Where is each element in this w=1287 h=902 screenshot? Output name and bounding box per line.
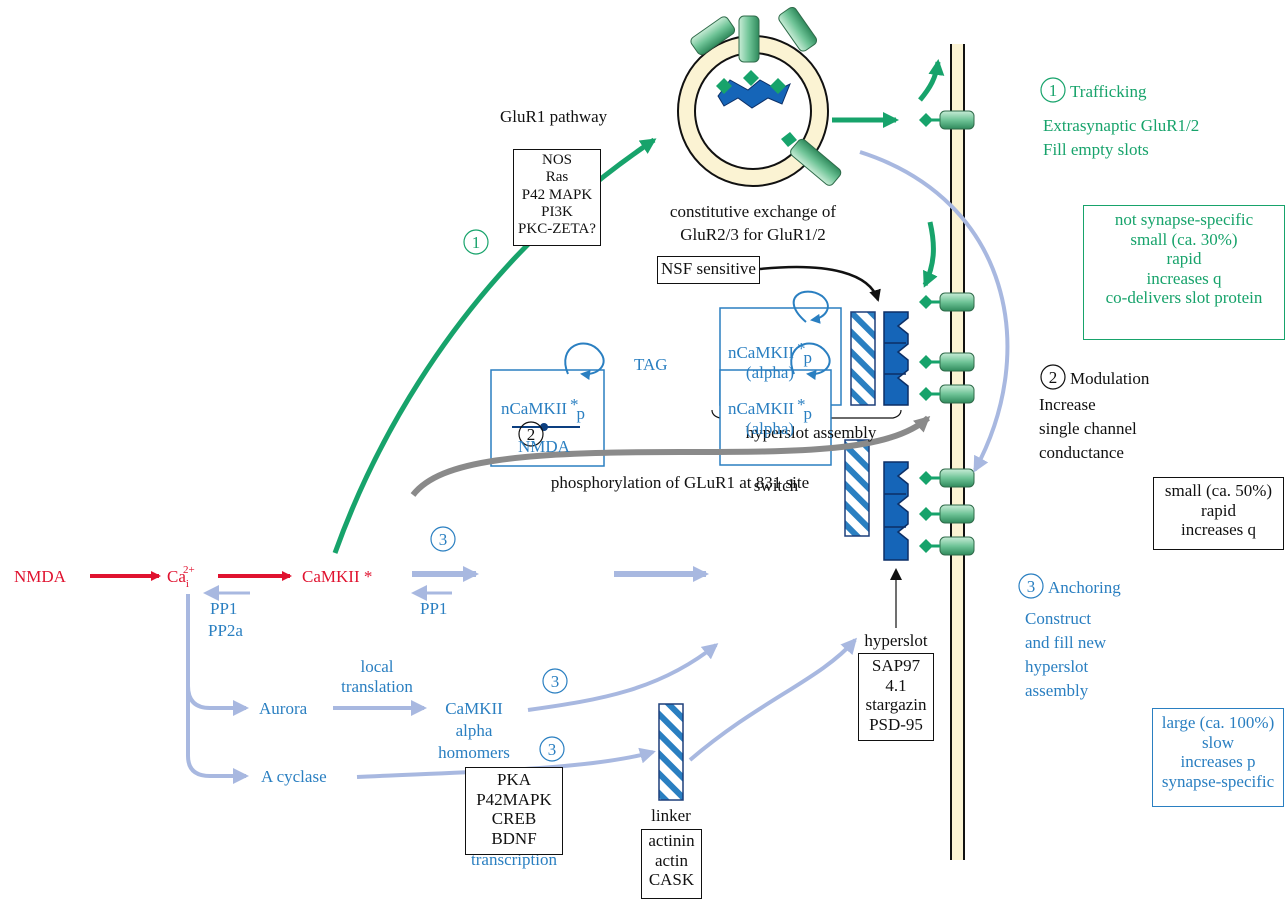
postsynaptic-membrane xyxy=(950,44,965,860)
a-cyclase-label: A cyclase xyxy=(261,767,327,786)
modulation-marker: 2 xyxy=(1049,368,1058,387)
ncamkii-nmda-label: NMDA xyxy=(518,437,571,456)
pp2a-label: PP2a xyxy=(208,621,243,640)
trafficking-line-2: Fill empty slots xyxy=(1043,140,1149,159)
anchoring-line-4: assembly xyxy=(1025,681,1089,700)
phosphorylation-label: phosphorylation of GLuR1 at 831 site xyxy=(551,473,809,492)
anchoring-line-1: Construct xyxy=(1025,609,1091,628)
camkii-homomers-line-3: homomers xyxy=(438,743,510,762)
camkii-homomers-line-2: alpha xyxy=(456,721,493,740)
membrane-receptors xyxy=(917,109,976,557)
camkii-homomers-line-1: CaMKII xyxy=(445,699,503,718)
linker-label: linker xyxy=(651,806,691,825)
vesicle xyxy=(677,6,842,187)
nsf-sensitive-box: NSF sensitive xyxy=(657,256,760,284)
hyperslot-label: hyperslot xyxy=(864,631,928,650)
modulation-line-3: conductance xyxy=(1039,443,1124,462)
nmda-label: NMDA xyxy=(14,567,67,586)
step-markers: 1 2 3 3 3 1 2 3 xyxy=(430,77,1066,762)
anchoring-line-2: and fill new xyxy=(1025,633,1107,652)
step-3-marker-a: 3 xyxy=(439,530,448,549)
modulation-line-2: single channel xyxy=(1039,419,1137,438)
step-3-marker-b: 3 xyxy=(551,672,560,691)
local-translation-line-2: translation xyxy=(341,677,413,696)
pp1-label: PP1 xyxy=(210,599,237,618)
ncamkii-upper: nCaMKII*p xyxy=(728,339,812,367)
step-3-marker-c: 3 xyxy=(548,740,557,759)
trafficking-line-1: Extrasynaptic GluR1/2 xyxy=(1043,116,1199,135)
aurora-label: Aurora xyxy=(259,699,308,718)
ncamkii-upper-alpha: (alpha) xyxy=(746,363,794,382)
camkii-label: CaMKII * xyxy=(302,567,372,586)
pp1-label-2: PP1 xyxy=(420,599,447,618)
anchoring-line-3: hyperslot xyxy=(1025,657,1089,676)
calcium-label: Cai2+ xyxy=(167,564,195,590)
switch-label: switch xyxy=(754,476,799,495)
hyperslot-assembly-upper xyxy=(711,290,909,427)
ncamkii-tag: nCaMKII*p xyxy=(501,395,585,423)
gluR1-pathway-label: GluR1 pathway xyxy=(500,107,608,126)
anchoring-title: Anchoring xyxy=(1048,578,1121,597)
ncamkii-switch-alpha: (alpha) xyxy=(746,419,794,438)
labels: NMDA Cai2+ CaMKII * PP1 PP2a PP1 GluR1 p… xyxy=(14,82,1199,869)
ncamkii-switch: nCaMKII*p xyxy=(728,395,812,423)
exchange-line-1: constitutive exchange of xyxy=(670,202,837,221)
trafficking-marker: 1 xyxy=(1049,81,1058,100)
anchoring-marker: 3 xyxy=(1027,577,1036,596)
step-2-marker: 2 xyxy=(527,425,536,444)
modulation-line-1: Increase xyxy=(1039,395,1096,414)
local-translation-line-1: local xyxy=(360,657,393,676)
modulation-title: Modulation xyxy=(1070,369,1150,388)
step-1-marker: 1 xyxy=(472,233,481,252)
exchange-line-2: GluR2/3 for GluR1/2 xyxy=(680,225,825,244)
trafficking-title: Trafficking xyxy=(1070,82,1147,101)
tag-label: TAG xyxy=(634,355,668,374)
hyperslot-assembly-label: hyperslot assembly xyxy=(746,423,877,442)
